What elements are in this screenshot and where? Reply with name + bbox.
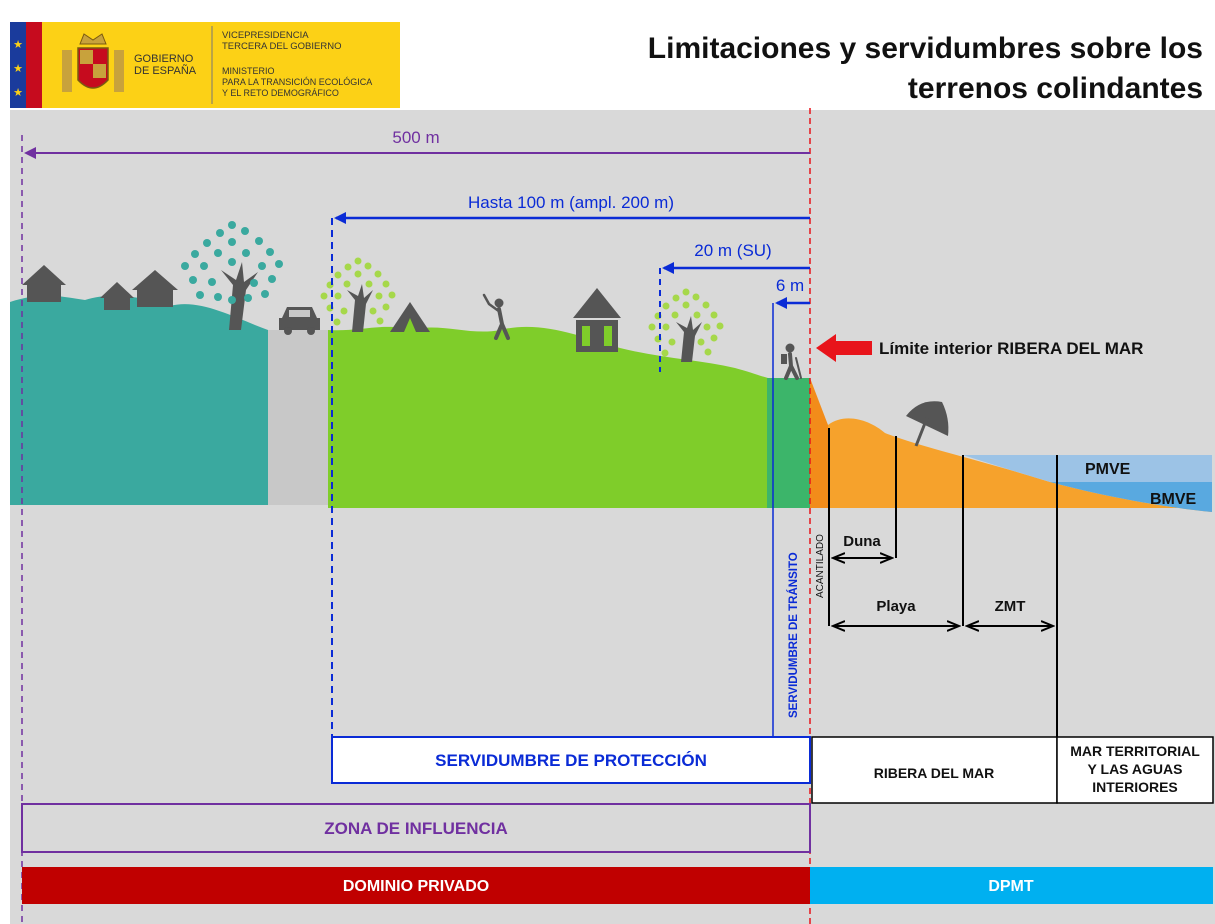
label-limite-interior: Límite interior RIBERA DEL MAR — [879, 339, 1143, 358]
car-icon — [279, 307, 320, 335]
label-servidumbre-proteccion: SERVIDUMBRE DE PROTECCIÓN — [435, 751, 707, 770]
servidumbre-proteccion-box — [331, 736, 811, 784]
label-pmve: PMVE — [1085, 461, 1131, 478]
tree-icon — [648, 288, 724, 362]
tree-icon — [181, 221, 283, 330]
page-title-line2: terrenos colindantes — [908, 72, 1203, 105]
label-500m: 500 m — [392, 128, 439, 147]
label-100m: Hasta 100 m (ampl. 200 m) — [468, 193, 674, 212]
label-dpmt: DPMT — [988, 878, 1034, 895]
label-playa: Playa — [876, 598, 916, 615]
hiker-icon — [781, 343, 802, 380]
transit-strip — [767, 378, 810, 508]
logo-ministerio-line2: PARA LA TRANSICIÓN ECOLÓGICA — [222, 77, 372, 87]
coat-of-arms-icon — [62, 33, 124, 92]
house-icon — [22, 265, 66, 302]
logo-gobierno-line2: DE ESPAÑA — [134, 64, 197, 77]
road-zone — [268, 330, 330, 505]
spain-flag-stripe-icon: ★ ★ ★ — [10, 22, 42, 108]
label-mar-territorial-3: INTERIORES — [1092, 779, 1178, 795]
ribera-sand — [828, 418, 1212, 512]
government-logo: ★ ★ ★ GOBIERNO DE ESPAÑA VICEPRESIDENCIA… — [10, 22, 400, 108]
dpmt-band — [810, 867, 1213, 904]
label-zmt: ZMT — [995, 598, 1026, 615]
logo-background — [10, 22, 400, 108]
house-icon — [100, 282, 134, 310]
cliff — [810, 378, 828, 508]
golfer-icon — [482, 293, 510, 340]
label-20m: 20 m (SU) — [694, 241, 771, 260]
tent-icon — [390, 302, 430, 332]
urban-zone — [10, 295, 268, 505]
label-duna: Duna — [843, 533, 881, 550]
label-zona-influencia: ZONA DE INFLUENCIA — [324, 819, 508, 838]
zona-influencia-box — [21, 803, 811, 853]
label-ribera-del-mar: RIBERA DEL MAR — [874, 765, 995, 781]
ribera-del-mar-box — [811, 736, 1058, 804]
svg-text:★: ★ — [13, 39, 23, 51]
logo-gobierno-line1: GOBIERNO — [134, 53, 194, 65]
terrain — [10, 295, 1212, 512]
logo-ministerio-line1: MINISTERIO — [222, 66, 275, 76]
tree-icon — [320, 257, 396, 332]
logo-ministerio-line3: Y EL RETO DEMOGRÁFICO — [222, 88, 339, 98]
kiosk-icon — [573, 288, 621, 352]
mar-territorial-box — [1056, 736, 1214, 804]
label-bmve: BMVE — [1150, 491, 1197, 508]
bmve-water — [1050, 482, 1212, 512]
logo-vice-line2: TERCERA DEL GOBIERNO — [222, 41, 341, 52]
label-6m: 6 m — [776, 276, 804, 295]
green-land — [328, 326, 768, 508]
umbrella-icon — [906, 401, 949, 447]
house-icon — [132, 270, 178, 307]
label-acantilado: ACANTILADO — [815, 534, 826, 598]
logo-vice-line1: VICEPRESIDENCIA — [222, 30, 309, 41]
label-dominio-privado: DOMINIO PRIVADO — [343, 878, 489, 895]
page-title-line1: Limitaciones y servidumbres sobre los — [648, 32, 1203, 65]
pmve-water — [963, 455, 1212, 482]
label-servidumbre-transito: SERVIDUMBRE DE TRÁNSITO — [787, 552, 800, 718]
label-mar-territorial-1: MAR TERRITORIAL — [1070, 743, 1200, 759]
svg-text:★: ★ — [13, 63, 23, 75]
red-arrow-icon — [816, 334, 872, 362]
dominio-privado-band — [22, 867, 810, 904]
label-mar-territorial-2: Y LAS AGUAS — [1088, 761, 1183, 777]
svg-text:★: ★ — [13, 87, 23, 99]
